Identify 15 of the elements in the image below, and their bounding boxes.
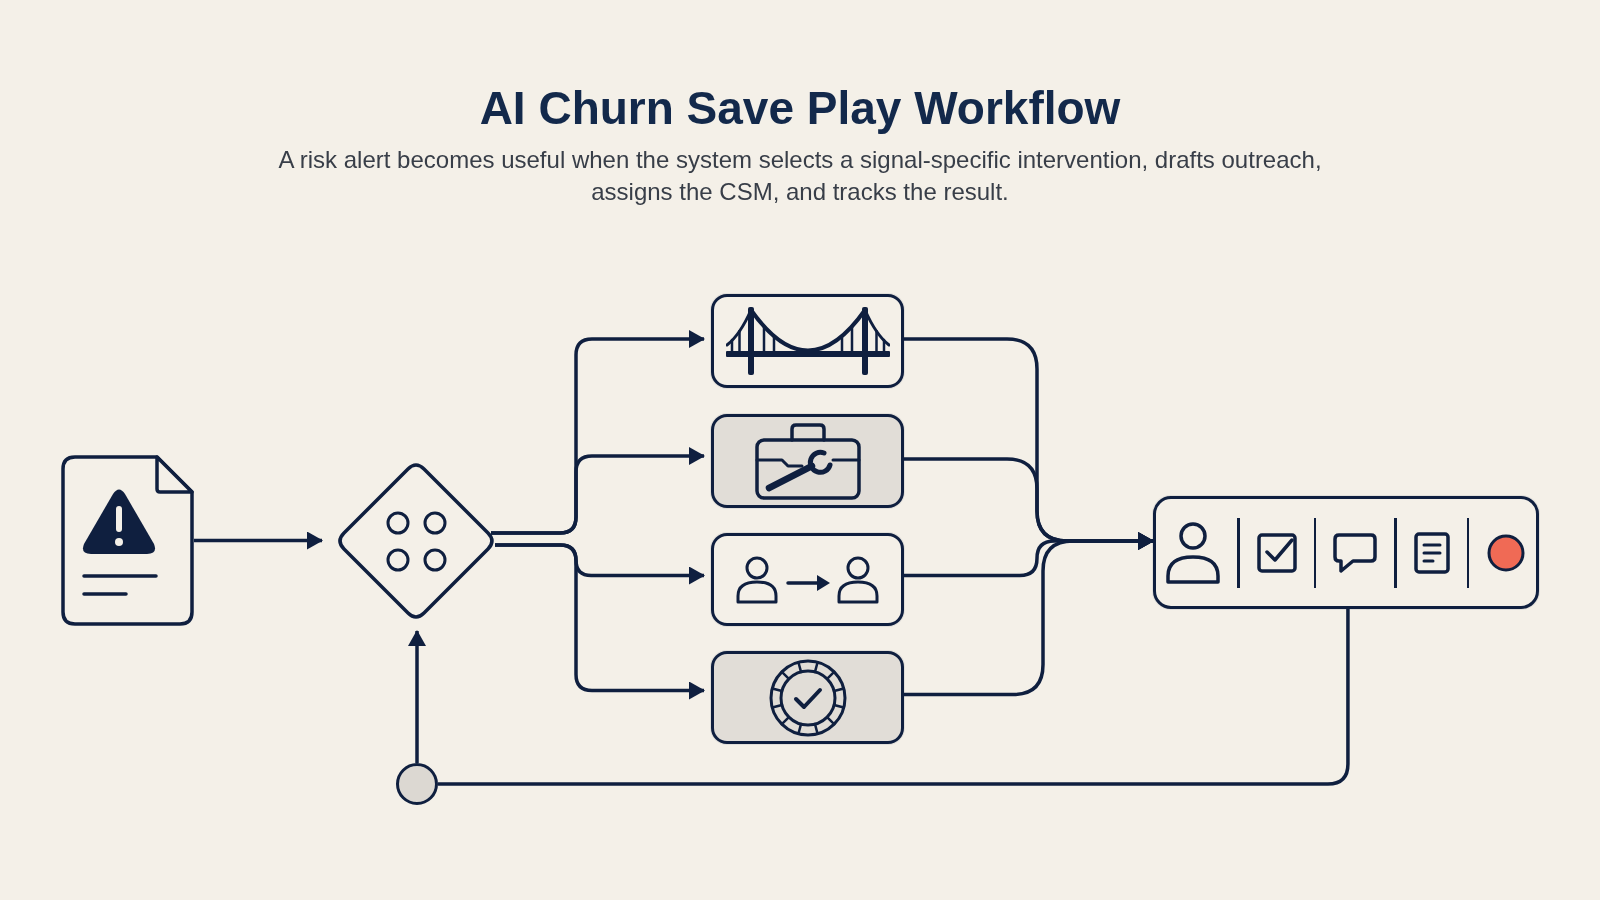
process-box [711,533,904,626]
flow-arrow [408,630,426,763]
subtitle-text: A risk alert becomes useful when the system selects a signal-specific intervention, drafts outreach, assigns the CSM, and tracks the result. [277,145,1323,207]
flow-arrow [491,447,705,535]
tracking-panel [1153,496,1539,609]
connector-line [438,609,1350,786]
alert-document [61,455,194,626]
diagram-title: AI Churn Save Play Workflow [479,81,1121,136]
process-box [711,294,904,388]
flow-arrow [194,531,323,550]
flow-arrow [495,543,705,700]
process-box [711,651,904,744]
process-box [711,414,904,508]
flow-arrow [904,532,1154,697]
junction-circle [396,763,438,805]
